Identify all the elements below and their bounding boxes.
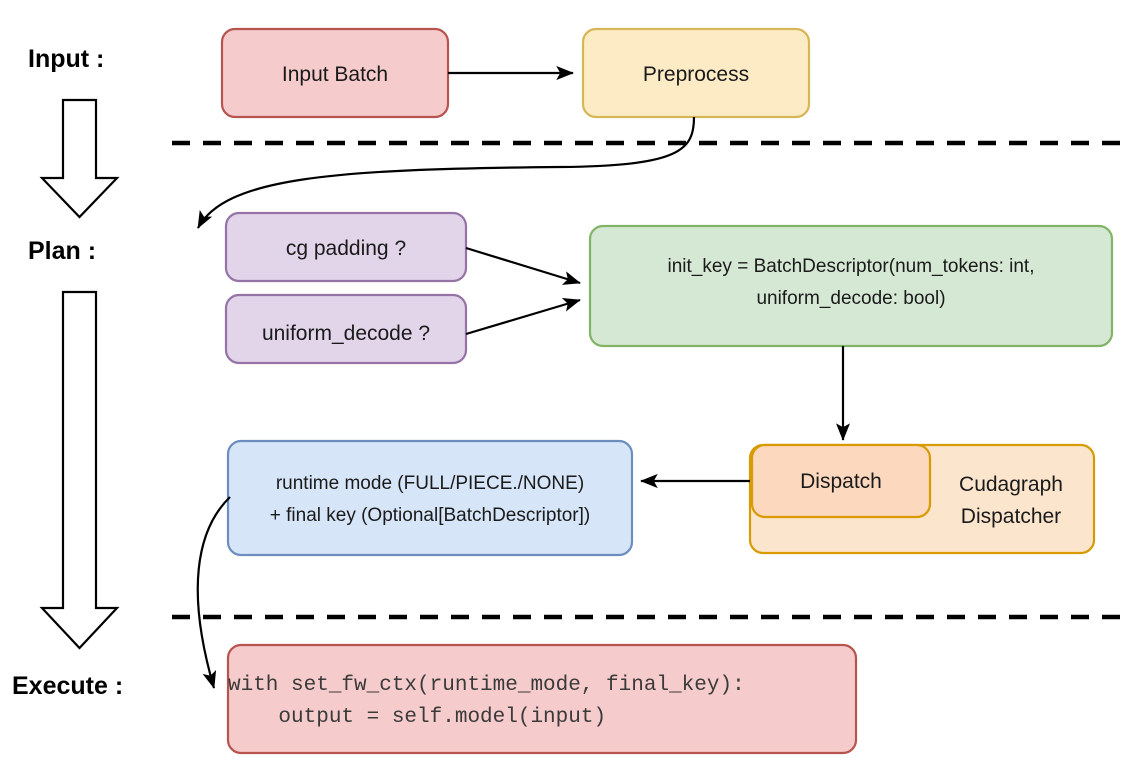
edge-cg-padding-to-init-key: [465, 246, 581, 285]
node-dispatch-label: Dispatch: [800, 470, 882, 493]
node-cg-padding-label: cg padding ?: [286, 237, 406, 260]
node-runtime-mode-line2: + final key (Optional[BatchDescriptor]): [270, 505, 591, 526]
node-uniform-decode-label: uniform_decode ?: [262, 322, 430, 345]
edge-runtime-mode-to-execute: [196, 496, 231, 689]
node-init-key[interactable]: [588, 224, 1114, 348]
node-preprocess-label: Preprocess: [643, 63, 749, 86]
node-execute-code-line2: output = self.model(input): [228, 706, 606, 729]
node-input-batch-label: Input Batch: [282, 63, 388, 86]
node-cudagraph-dispatcher-line2: Dispatcher: [961, 505, 1061, 528]
stage-label-input: Input :: [28, 45, 104, 73]
node-runtime-mode-line1: runtime mode (FULL/PIECE./NONE): [276, 473, 584, 494]
stage-label-execute: Execute :: [12, 672, 123, 700]
stage-label-plan: Plan :: [28, 237, 96, 265]
node-runtime-mode[interactable]: [226, 439, 634, 557]
down-block-arrow-icon-1: [39, 98, 120, 219]
edge-preprocess-to-cg-padding: [197, 116, 696, 229]
node-dispatch[interactable]: [750, 443, 932, 519]
node-preprocess[interactable]: [581, 27, 811, 119]
node-init-key-line2: uniform_decode: bool): [756, 288, 945, 309]
node-execute-code[interactable]: [226, 643, 858, 755]
node-cg-padding[interactable]: [224, 211, 468, 283]
down-block-arrow-icon-2: [39, 290, 120, 650]
node-execute-code-line1: with set_fw_ctx(runtime_mode, final_key)…: [228, 674, 745, 697]
node-cudagraph-dispatcher-line1: Cudagraph: [959, 473, 1063, 496]
node-uniform-decode[interactable]: [224, 293, 468, 365]
edge-uniform-decode-to-init-key: [465, 298, 581, 336]
node-init-key-line1: init_key = BatchDescriptor(num_tokens: i…: [668, 256, 1035, 277]
